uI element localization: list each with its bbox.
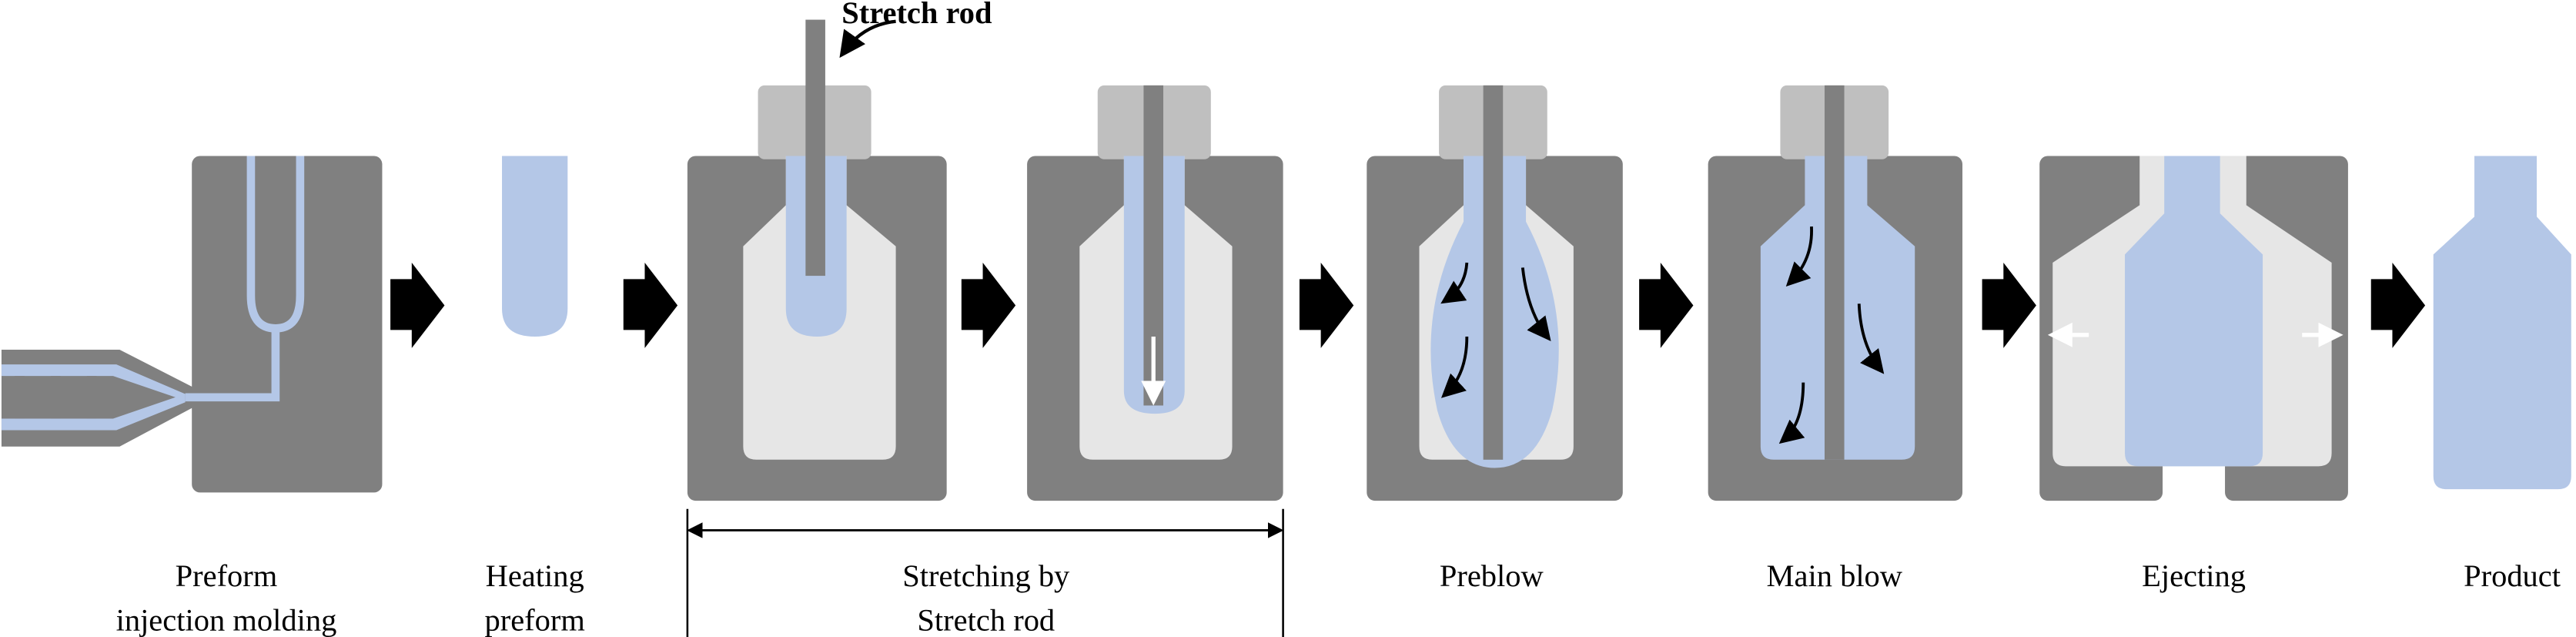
process-arrows [390, 263, 2426, 348]
arrow-right-icon [1639, 263, 1694, 348]
ejecting-mold [2039, 156, 2348, 501]
label-ejecting: Ejecting [2142, 558, 2246, 593]
label-product: Product [2464, 558, 2561, 593]
arrow-right-icon [623, 263, 678, 348]
arrow-right-icon [1982, 263, 2036, 348]
stretching-span-indicator [686, 508, 1284, 637]
air-flow-arrows [1440, 262, 1551, 398]
arrow-right-icon [961, 263, 1016, 348]
preblow-mold [1367, 85, 1623, 501]
screw-flights [15, 376, 97, 419]
label-preblow: Preblow [1440, 558, 1544, 593]
stretch-rod [1824, 85, 1845, 460]
injection-barrel [1, 349, 194, 447]
arrow-right-icon [390, 263, 445, 348]
stretch-rod-callout: Stretch rod [841, 0, 992, 30]
injection-molding-unit [1, 156, 383, 493]
product-bottle [2433, 156, 2571, 490]
stretch-mold-2 [1027, 85, 1283, 501]
melt-channel [1, 364, 186, 431]
arrow-right-icon [2370, 263, 2426, 348]
stretch-rod [805, 19, 825, 277]
label-main-blow: Main blow [1766, 558, 1902, 593]
arrow-right-icon [1299, 263, 1354, 348]
stretch-mold-1 [687, 19, 947, 501]
finished-bottle [2125, 156, 2263, 467]
main-blow-mold [1708, 85, 1963, 501]
callout-arrow [839, 19, 896, 59]
sprue-channel [185, 328, 280, 402]
air-flow-arrows [1778, 226, 1885, 444]
heated-preform [502, 156, 568, 337]
stretch-rod [1483, 85, 1504, 460]
